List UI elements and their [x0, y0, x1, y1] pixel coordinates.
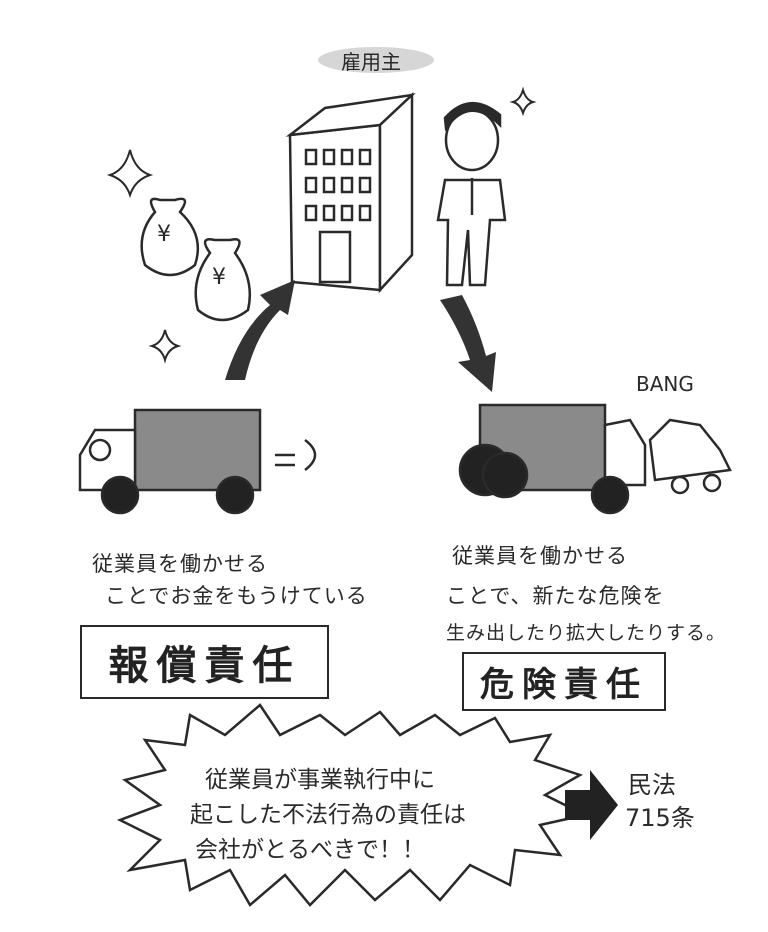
left-title-box: 報償責任	[80, 625, 329, 699]
law-line2: 715条	[625, 804, 695, 832]
arrow-down-icon	[440, 295, 496, 392]
money-symbol: ¥	[157, 222, 171, 247]
burst-line3: 会社がとるべきで！！	[195, 837, 425, 863]
burst-line2: 起こした不法行為の責任は	[190, 802, 466, 828]
arrow-right-icon	[565, 770, 618, 840]
right-desc-line3: 生み出したり拡大したりする。	[446, 622, 727, 644]
employer-label: 雇用主	[341, 50, 401, 74]
right-title: 危険責任	[480, 665, 648, 705]
left-title: 報償責任	[108, 643, 301, 689]
burst-line1: 従業員が事業執行中に	[205, 767, 435, 793]
law-line1: 民法	[628, 771, 676, 799]
left-desc-line1: 従業員を働かせる	[92, 552, 268, 576]
employer-label-highlight	[318, 47, 434, 73]
building-icon	[285, 92, 416, 294]
employer-person-icon	[436, 101, 507, 287]
speech-burst	[116, 703, 589, 907]
truck-icon-left	[78, 408, 317, 515]
arrow-up-icon	[225, 280, 295, 380]
right-desc-line2: ことで、新たな危険を	[446, 584, 665, 608]
sparkle-icon	[106, 86, 537, 364]
left-desc-line2: ことでお金をもうけている	[105, 584, 368, 608]
crash-sound-text: BANG	[636, 372, 694, 396]
money-bag-icon	[140, 197, 252, 322]
money-symbol: ¥	[212, 265, 226, 290]
truck-icon-right	[458, 403, 732, 515]
right-desc-line1: 従業員を働かせる	[452, 544, 628, 568]
right-title-box: 危険責任	[462, 652, 666, 711]
